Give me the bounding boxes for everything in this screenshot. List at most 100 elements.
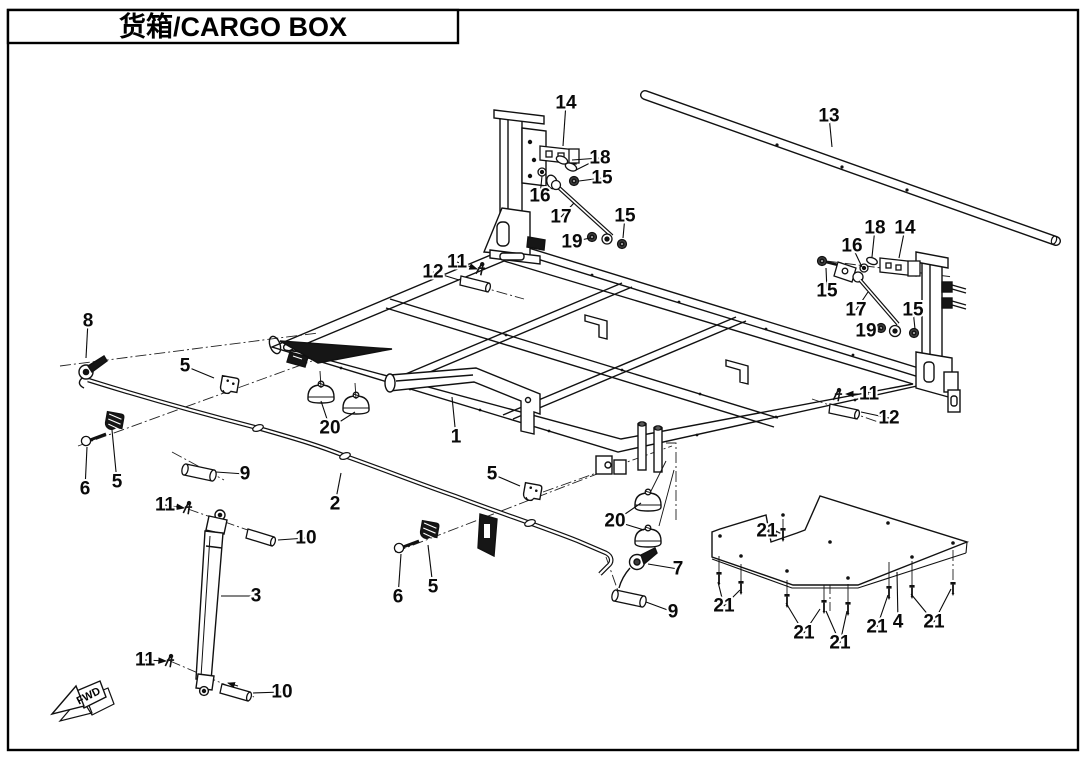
callout-label-4: 4 [893,612,904,633]
callout-label-15: 15 [591,168,613,189]
callout-leader [571,157,601,161]
callout-leader [334,472,342,505]
callout-label-14: 14 [555,93,577,114]
callout-leader [320,400,331,429]
callout-label-8: 8 [83,311,94,332]
callout-label-21: 21 [713,596,735,617]
callout-label-11: 11 [135,650,156,671]
part-1-pivot-beam [384,367,541,435]
cargo-frame [268,240,939,558]
part-10-pin-bottom [219,682,253,702]
callout-label-21: 21 [923,612,945,633]
callout-leader [896,571,899,623]
callout-leader [766,528,782,536]
part-11-clip-right [832,386,845,403]
part-7-cam [618,547,658,589]
callout-leader [785,602,805,634]
callout-leader [456,261,479,270]
callout-leader [933,588,952,623]
callout-label-15: 15 [902,300,924,321]
part-9-roller-right [611,589,647,608]
part-8-cam [78,355,108,389]
callout-label-21: 21 [829,633,851,654]
callout-leader [397,553,402,598]
callout-label-20: 20 [604,511,625,532]
callout-leader [614,520,645,531]
callout-leader [562,102,567,147]
callout-leader [645,601,674,613]
callout-leader [851,245,863,268]
callout-leader [571,237,591,243]
part-12-pin-right [828,403,861,420]
callout-label-9: 9 [240,464,251,485]
callout-leader [865,328,882,332]
callout-leader [803,608,821,634]
callout-leader [622,215,626,239]
part-5-clamp [521,482,543,503]
page-title: 货箱/CARGO BOX [119,11,347,42]
right-latch-parts [816,255,921,339]
callout-leader [164,503,186,511]
part-6-bolt [80,432,107,447]
part-9-roller-left [181,463,217,482]
callout-label-17: 17 [845,300,866,321]
callout-label-11: 11 [859,384,880,405]
callout-label-6: 6 [393,587,404,608]
part-5-clamp [218,375,240,396]
callout-leader [578,177,603,182]
part-12-pin-left [459,275,492,293]
callout-leader [144,657,168,664]
callout-leader [491,473,521,487]
callout-label-17: 17 [550,207,571,228]
callout-label-5: 5 [428,577,439,598]
callout-leader [614,502,642,522]
callout-leader [432,271,460,281]
assembly-axis-lines [59,260,954,698]
callout-label-7: 7 [673,559,684,580]
callout-label-16: 16 [529,186,550,207]
callout-leader [277,537,307,541]
callout-label-2: 2 [330,494,341,515]
callout-leader [111,429,118,483]
screw-connector-lines [718,519,913,602]
part-13-tube [640,90,1061,246]
callout-label-15: 15 [816,281,838,302]
callout-leader [912,309,916,330]
callout-label-21: 21 [793,623,815,644]
callout-label-10: 10 [295,528,316,549]
fwd-arrow: FWD [50,680,115,723]
callout-label-18: 18 [864,218,885,239]
callout-label-9: 9 [668,602,679,623]
callout-leader [252,691,283,694]
callout-label-20: 20 [319,418,340,439]
part-4-plate [711,495,970,589]
callout-leader [828,115,833,148]
callout-label-6: 6 [80,479,91,500]
callout-label-15: 15 [614,206,636,227]
callout-leader [215,471,246,475]
callout-leader [723,589,741,607]
part-11-clip-strut-bottom [164,652,177,669]
callout-label-21: 21 [866,617,888,638]
part-6-bolt [393,539,420,554]
callout-label-12: 12 [878,408,899,429]
right-post-assembly [915,251,967,413]
bumper-leader-lines [319,370,675,527]
title-box [6,8,460,45]
callout-leader [876,594,889,628]
callout-leader [839,610,848,644]
callout-label-5: 5 [487,464,498,485]
callout-label-13: 13 [818,106,839,127]
callout-leader [575,157,601,171]
part-20-bumper [634,488,662,512]
callout-label-3: 3 [251,586,262,607]
callout-leader [184,365,215,379]
callout-label-11: 11 [447,252,468,273]
callout-leader [871,227,876,258]
callout-leader [647,563,679,570]
callout-leader [427,544,434,588]
page-border [6,8,1080,752]
callout-label-19: 19 [561,232,582,253]
